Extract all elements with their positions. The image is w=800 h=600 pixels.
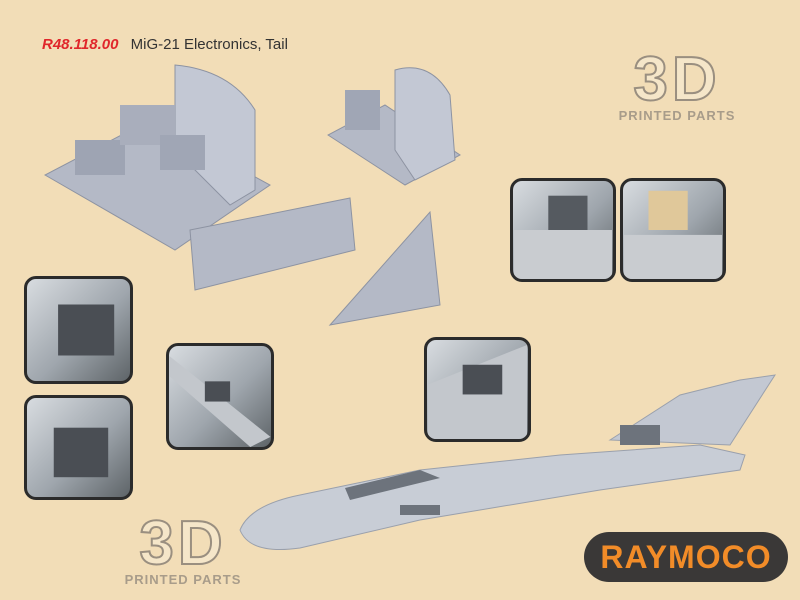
product-title: R48.118.00 MiG-21 Electronics, Tail — [42, 36, 288, 53]
raymoco-brand-logo: RAYMOCO — [584, 532, 788, 582]
logo-3d-text: 3D — [138, 509, 227, 578]
logo-3d-text: 3D — [632, 45, 721, 114]
photo-electronics-installed-2 — [620, 178, 726, 282]
product-name: MiG-21 Electronics, Tail — [130, 36, 288, 53]
tail-part — [328, 210, 441, 326]
product-code: R48.118.00 — [42, 36, 119, 53]
photo-cockpit-bay-1 — [24, 276, 133, 384]
electronics-panel-part — [189, 197, 356, 291]
logo-printed-parts-text: PRINTED PARTS — [124, 572, 242, 587]
photo-fuselage-bay — [166, 343, 274, 450]
electronics-bay-part-1 — [43, 64, 271, 251]
electronics-bay-part-2 — [327, 67, 461, 186]
photo-electronics-installed-1 — [510, 178, 616, 282]
logo-printed-parts-text: PRINTED PARTS — [618, 108, 736, 123]
3d-printed-parts-logo-top: 3D PRINTED PARTS — [602, 45, 752, 124]
photo-cockpit-bay-2 — [24, 395, 133, 500]
3d-printed-parts-logo-bottom: 3D PRINTED PARTS — [108, 509, 258, 588]
mig21-aircraft-model — [239, 374, 777, 551]
photo-tail-bay — [424, 337, 531, 442]
